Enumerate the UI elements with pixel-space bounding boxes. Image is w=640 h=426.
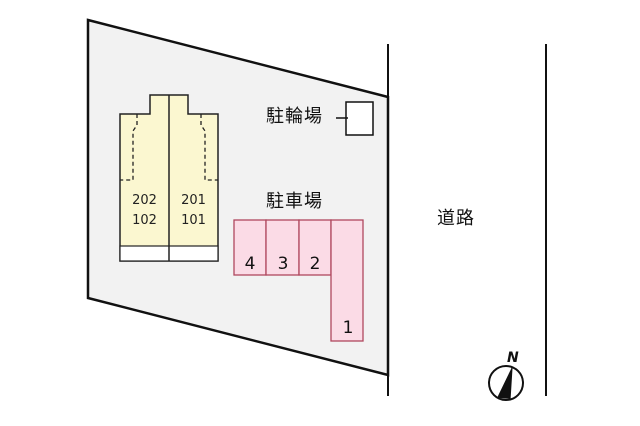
- parking-space-1: 1: [342, 318, 354, 338]
- parking-lot: [233, 219, 364, 342]
- parking-space-3: 3: [277, 254, 289, 274]
- parking-space-4: 4: [244, 254, 256, 274]
- unit-lower-101: 101: [181, 213, 206, 228]
- parking-label: 駐車場: [266, 191, 323, 212]
- bicycle-parking-label: 駐輪場: [266, 106, 323, 127]
- parking-space-2: 2: [309, 254, 321, 274]
- unit-upper-202: 202: [132, 193, 157, 208]
- road-label: 道路: [437, 208, 475, 229]
- bicycle-parking-area: [336, 101, 374, 136]
- apartment-building: [119, 94, 219, 262]
- north-arrow-icon: [488, 365, 524, 401]
- north-label: N: [507, 350, 519, 366]
- unit-upper-201: 201: [181, 193, 206, 208]
- unit-lower-102: 102: [132, 213, 157, 228]
